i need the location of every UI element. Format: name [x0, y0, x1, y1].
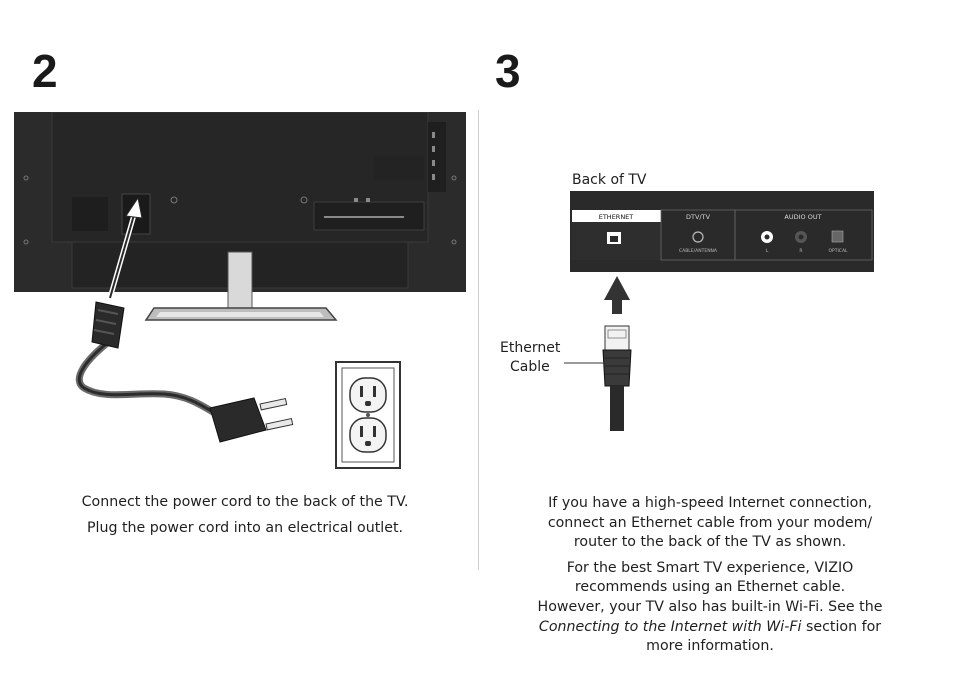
- ethernet-cable: [602, 325, 632, 431]
- step-3-para2-line4-tail: section for: [801, 618, 882, 635]
- cable-antenna-label: CABLE/ANTENNA: [679, 248, 718, 254]
- coax-port: [692, 231, 704, 243]
- power-cord-illustration: [14, 112, 466, 469]
- step-3-para1-line3: router to the back of the TV as shown.: [573, 534, 847, 551]
- audio-out-label: AUDIO OUT: [784, 213, 821, 221]
- optical-port: [831, 230, 844, 243]
- insert-arrow-head: [604, 276, 630, 300]
- column-divider: [478, 110, 479, 570]
- step-3-para1-line1: If you have a high-speed Internet connec…: [548, 495, 872, 511]
- tv-stand-neck: [227, 251, 253, 317]
- dtv-port-label: DTV/TV: [686, 213, 711, 221]
- step-3-caption: If you have a high-speed Internet connec…: [500, 494, 920, 665]
- step-2-caption-line-1: Connect the power cord to the back of th…: [81, 494, 409, 510]
- insert-arrow-shaft: [612, 300, 622, 314]
- step-2-number: 2: [32, 45, 58, 97]
- power-plug: [209, 397, 294, 443]
- step-3-para2-line3: However, your TV also has built-in Wi-Fi…: [537, 598, 883, 615]
- optical-label: OPTICAL: [828, 248, 848, 254]
- step-3-para2-line2: recommends using an Ethernet cable.: [574, 579, 846, 596]
- audio-right-label: R: [799, 248, 802, 254]
- outlet-socket-top: [349, 377, 387, 413]
- wifi-section-reference: Connecting to the Internet with Wi-Fi: [538, 618, 802, 635]
- back-of-tv-label: Back of TV: [572, 172, 647, 188]
- step-2-caption: Connect the power cord to the back of th…: [30, 493, 460, 544]
- step-2-caption-line-2: Plug the power cord into an electrical o…: [86, 519, 404, 536]
- step-3-number: 3: [495, 45, 521, 97]
- step-3-para2-line1: For the best Smart TV experience, VIZIO: [566, 559, 854, 576]
- audio-left-label: L: [766, 248, 769, 254]
- step-3-para2-line4: Connecting to the Internet with Wi-Fi se…: [500, 618, 920, 638]
- ethernet-cable-label-line1: Ethernet: [500, 340, 561, 356]
- ethernet-cable-label-line2: Cable: [510, 359, 550, 375]
- ethernet-port-label-box: [572, 210, 661, 222]
- outlet-socket-bottom: [349, 417, 387, 453]
- electrical-outlet: [335, 361, 401, 469]
- ethernet-port-label: ETHERNET: [599, 213, 634, 221]
- ethernet-illustration: Back of TV ETHERNET DTV/TV CABLE/ANTENNA…: [500, 172, 874, 431]
- step-3-para1-line2: connect an Ethernet cable from your mode…: [547, 514, 873, 531]
- step-3-para2-line5: more information.: [646, 638, 774, 655]
- power-cord-connector: [91, 301, 125, 349]
